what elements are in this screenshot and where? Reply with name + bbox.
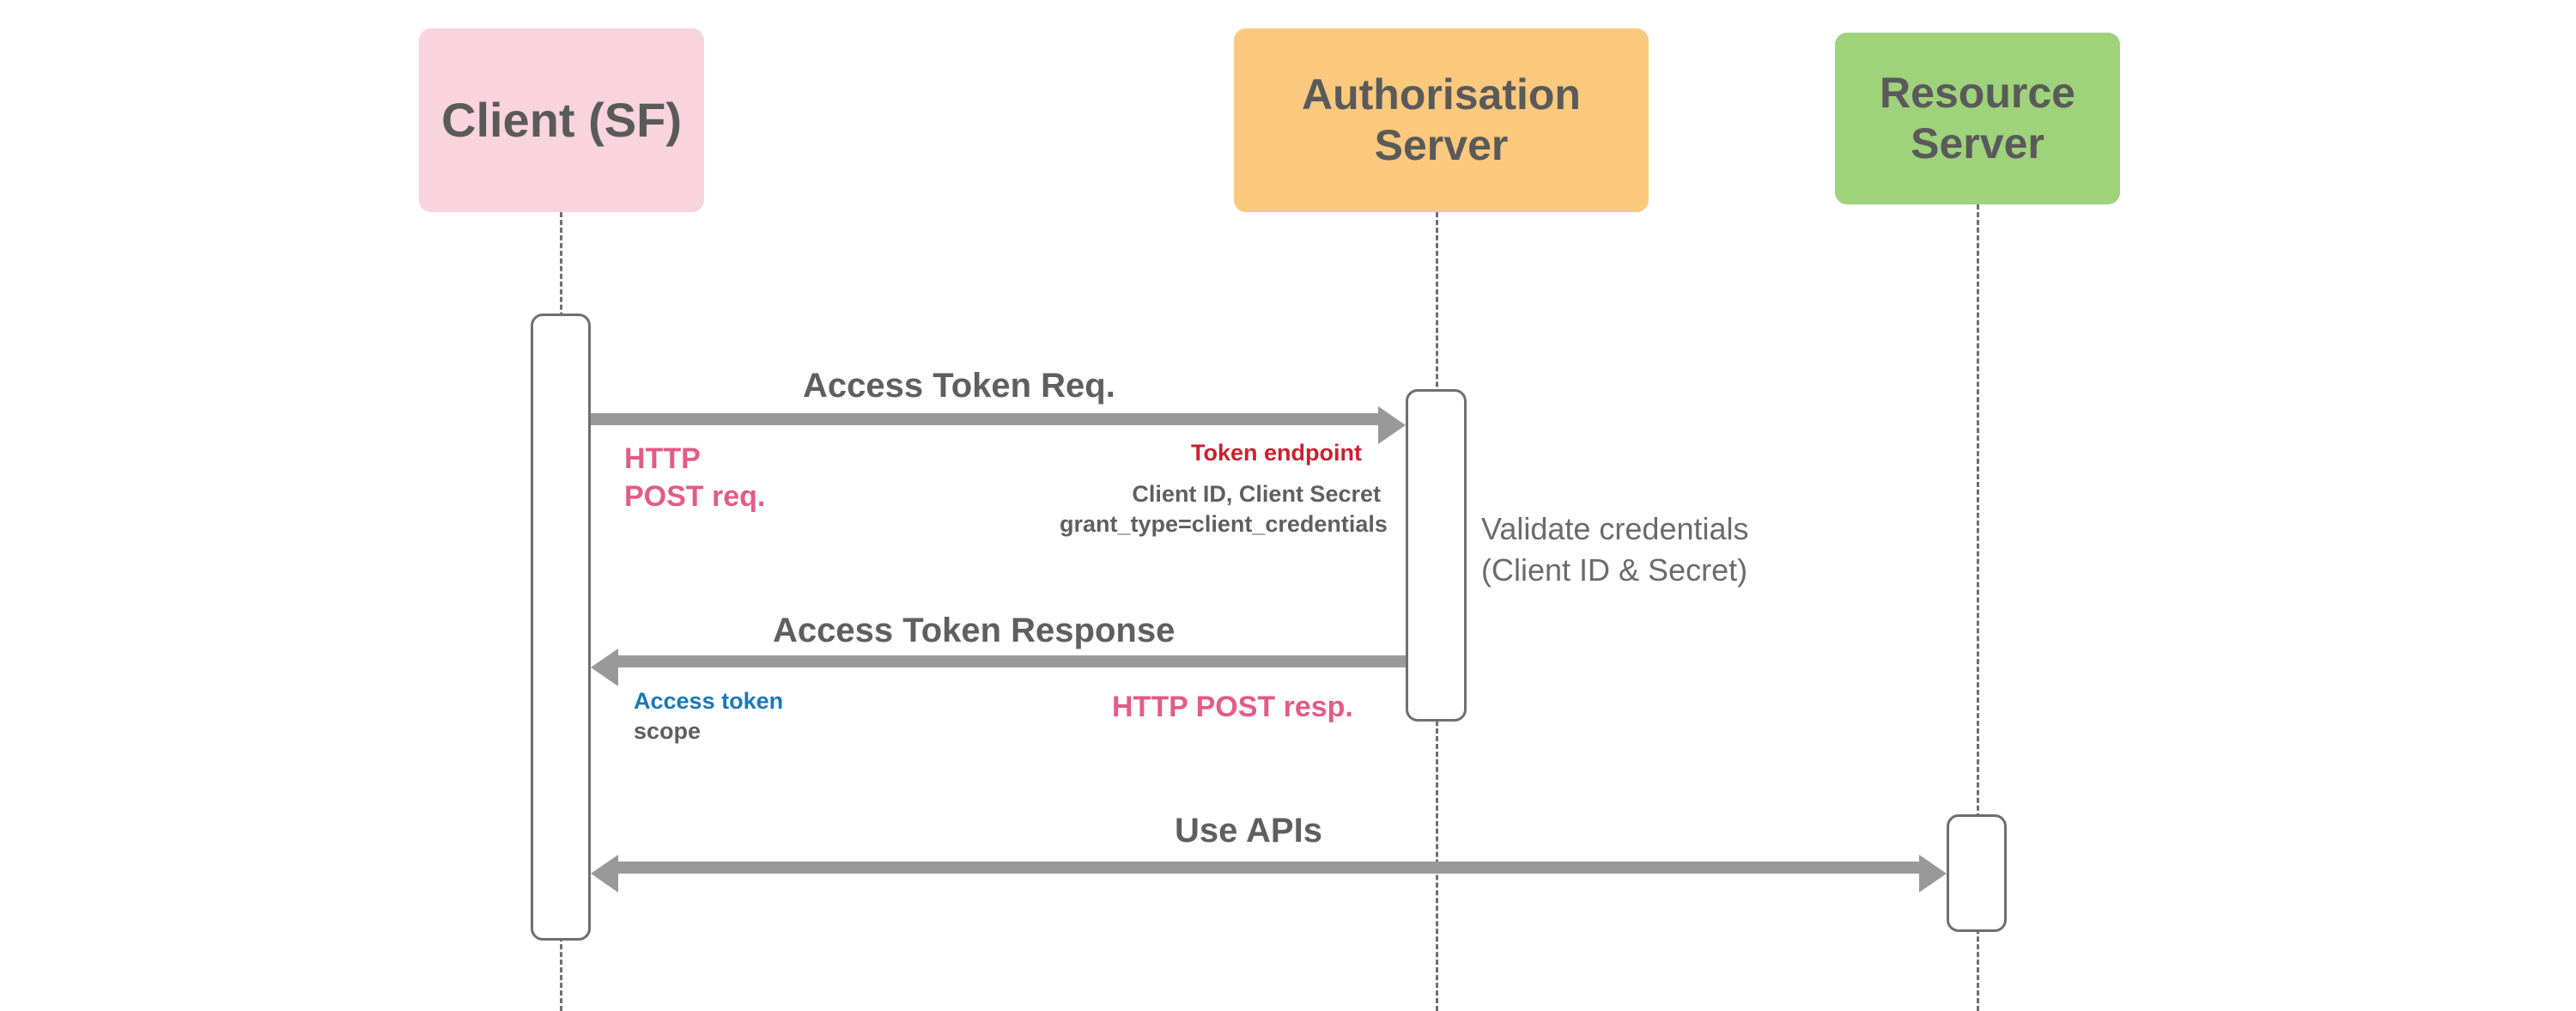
participant-client-label: Client (SF) — [441, 92, 682, 147]
participant-client[interactable]: Client (SF) — [419, 28, 704, 212]
note-access-token: Access token — [634, 688, 784, 714]
activation-bar-authorisation-server — [1406, 389, 1467, 722]
lifeline-resource-server — [1977, 204, 1979, 1011]
participant-authorisation-server[interactable]: Authorisation Server — [1234, 28, 1649, 212]
arrow-head-left-icon — [591, 649, 618, 686]
note-http-post-request: HTTP POST req. — [624, 441, 765, 515]
message-arrow-access-token-req — [591, 413, 1382, 425]
note-client-credentials-line1: Client ID, Client Secret — [1132, 481, 1381, 507]
note-validate-credentials: Validate credentials (Client ID & Secret… — [1481, 509, 1749, 591]
arrow-head-right-icon — [1378, 406, 1406, 444]
note-client-credentials: Client ID, Client Secret grant_type=clie… — [1060, 479, 1388, 539]
note-token-endpoint: Token endpoint — [1191, 440, 1362, 466]
note-http-post-response: HTTP POST resp. — [1112, 691, 1353, 723]
message-arrow-use-apis — [618, 862, 1919, 874]
note-http-post-request-line1: HTTP — [624, 442, 701, 475]
activation-bar-client — [531, 314, 591, 941]
message-label-access-token-req: Access Token Req. — [803, 367, 1115, 405]
activation-bar-resource-server — [1947, 814, 2007, 932]
arrow-head-left-icon — [591, 855, 618, 892]
message-label-access-token-response: Access Token Response — [773, 612, 1176, 649]
note-validate-credentials-line2: (Client ID & Secret) — [1481, 551, 1748, 588]
note-client-credentials-line2: grant_type=client_credentials — [1060, 510, 1388, 537]
arrow-head-right-icon — [1919, 855, 1947, 892]
participant-resource-server-label: Resource Server — [1880, 69, 2075, 167]
message-arrow-access-token-response — [618, 655, 1406, 667]
note-http-post-request-line2: POST req. — [624, 479, 766, 513]
note-validate-credentials-line1: Validate credentials — [1481, 511, 1749, 546]
participant-authorisation-server-label: Authorisation Server — [1302, 70, 1581, 169]
message-label-use-apis: Use APIs — [1175, 812, 1322, 850]
participant-resource-server[interactable]: Resource Server — [1835, 33, 2120, 204]
note-scope: scope — [634, 718, 702, 744]
